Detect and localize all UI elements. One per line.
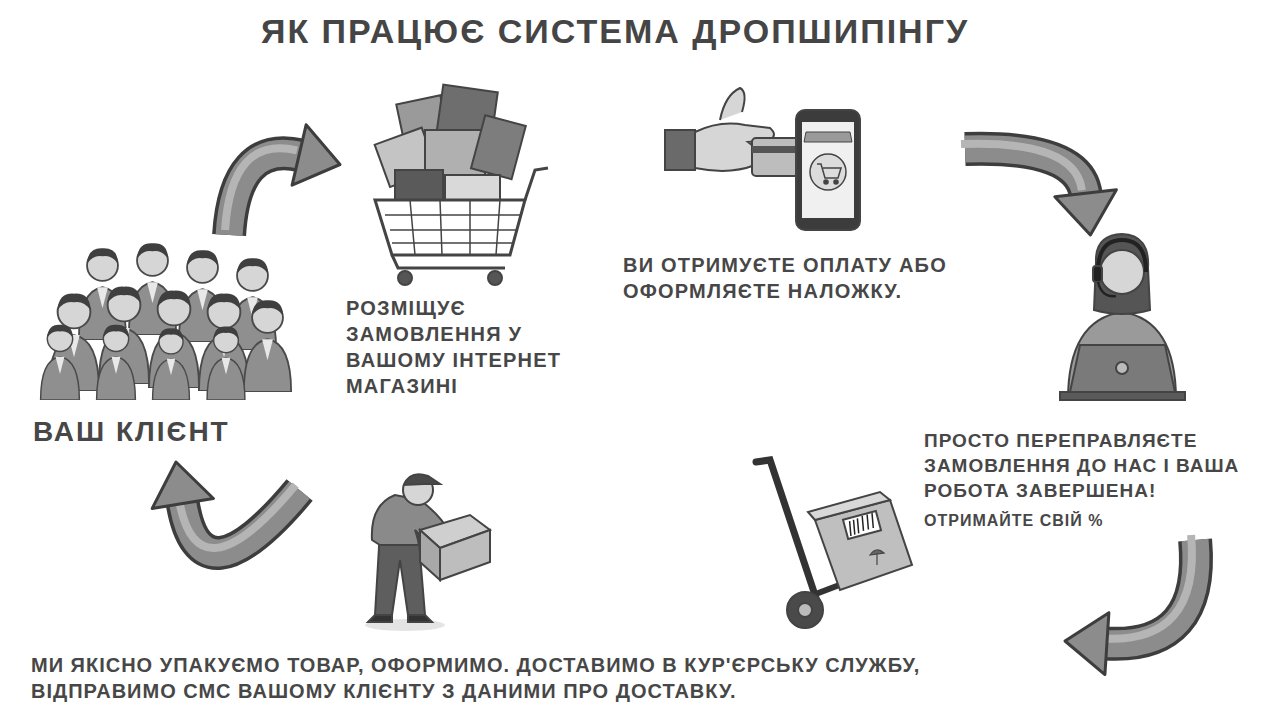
stage-text: ПРОСТО ПЕРЕПРАВЛЯЄТЕ ЗАМОВЛЕННЯ ДО НАС І…	[924, 429, 1269, 503]
flow-arrow	[152, 462, 299, 553]
stage-text: ВИ ОТРИМУЄТЕ ОПЛАТУ АБО ОФОРМЛЯЄТЕ НАЛОЖ…	[623, 252, 961, 304]
arrow-shine	[1101, 535, 1192, 639]
arrow-shine	[225, 148, 297, 230]
arrow-body	[965, 149, 1086, 196]
stage-text: МИ ЯКІСНО УПАКУЄМО ТОВАР, ОФОРМИМО. ДОСТ…	[31, 652, 1061, 704]
payment-hand-phone	[665, 88, 860, 230]
stage-block: ПРОСТО ПЕРЕПРАВЛЯЄТЕ ЗАМОВЛЕННЯ ДО НАС І…	[920, 235, 1275, 540]
flow-arrow	[225, 125, 340, 235]
client-crowd	[41, 243, 292, 400]
packing-worker	[365, 474, 490, 631]
stage-block: РОЗМІЩУЄ ЗАМОВЛЕННЯ У ВАШОМУ ІНТЕРНЕТ МА…	[340, 80, 605, 405]
stage-text: РОЗМІЩУЄ ЗАМОВЛЕННЯ У ВАШОМУ ІНТЕРНЕТ МА…	[346, 295, 601, 399]
hand-truck	[756, 460, 912, 628]
stage-note: ОТРИМАЙТЕ СВІЙ %	[924, 511, 1269, 532]
stage-block: ВИ ОТРИМУЄТЕ ОПЛАТУ АБО ОФОРМЛЯЄТЕ НАЛОЖ…	[615, 80, 965, 310]
operator	[1060, 234, 1185, 400]
arrow-outline	[965, 149, 1086, 196]
stage-text: ВАШ КЛІЄНТ	[33, 414, 282, 450]
arrow-head	[1055, 190, 1117, 235]
flow-arrow	[961, 144, 1116, 235]
flow-arrow	[1065, 535, 1196, 675]
arrow-head	[1065, 613, 1109, 675]
arrow-shine	[961, 144, 1082, 191]
stage-block: ВАШ КЛІЄНТ	[25, 235, 290, 462]
shopping-cart	[375, 85, 548, 285]
stage-block: МИ ЯКІСНО УПАКУЄМО ТОВАР, ОФОРМИМО. ДОСТ…	[25, 490, 1065, 712]
diagram-title: ЯК ПРАЦЮЄ СИСТЕМА ДРОПШИПІНГУ	[0, 12, 1230, 51]
arrow-head	[152, 462, 213, 508]
arrow-head	[292, 125, 340, 185]
